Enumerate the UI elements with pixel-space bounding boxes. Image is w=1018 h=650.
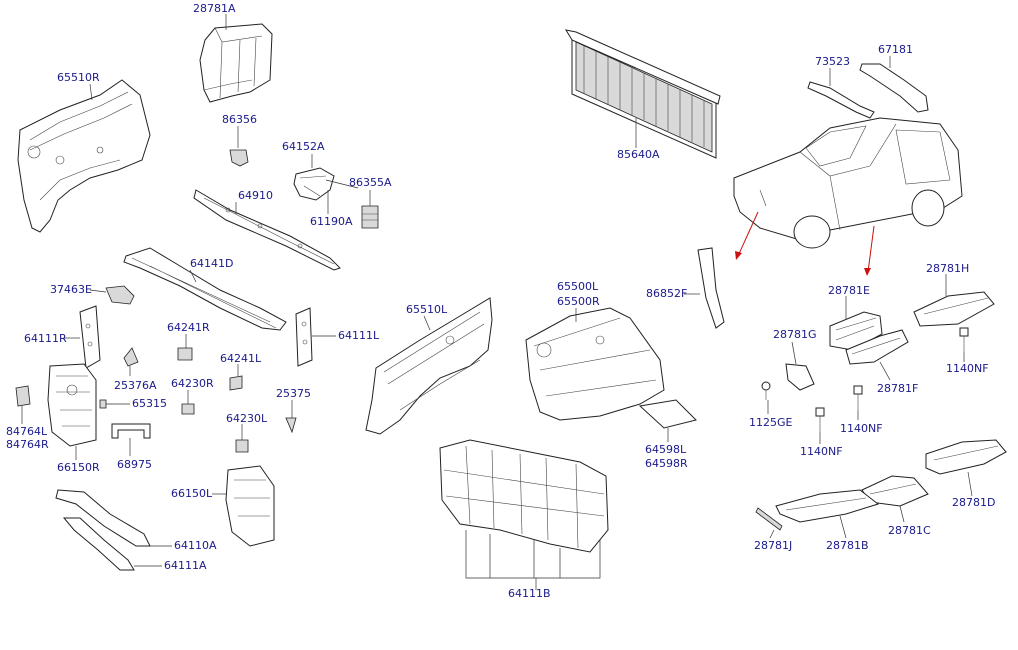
part-67181 [859,63,929,113]
part-25375 [285,417,297,434]
part-28781G [785,363,815,391]
label-73523: 73523 [815,55,850,68]
label-64598R: 64598R [645,457,688,470]
label-28781J: 28781J [754,539,793,552]
label-64910: 64910 [238,189,273,202]
label-65510L: 65510L [406,303,448,316]
label-64111A: 64111A [164,559,207,572]
label-64111B: 64111B [508,587,551,600]
label-28781F: 28781F [877,382,919,395]
label-66150R: 66150R [57,461,100,474]
label-28781H: 28781H [926,262,970,275]
label-85640A: 85640A [617,148,660,161]
label-65315: 65315 [132,397,167,410]
label-1125GE: 1125GE [749,416,793,429]
label-1140NF-c: 1140NF [840,422,883,435]
label-84764R: 84764R [6,438,49,451]
part-64110A [55,489,151,547]
vehicle-outline [733,117,963,249]
label-28781C: 28781C [888,524,931,537]
label-28781A: 28781A [193,2,236,15]
label-65500L: 65500L [557,280,599,293]
label-1140NF-b: 1140NF [800,445,843,458]
part-64111B [439,439,609,553]
part-86356 [229,149,249,167]
label-67181: 67181 [878,43,913,56]
label-86355A: 86355A [349,176,392,189]
bolt-1125GE [761,381,771,400]
part-64598 [638,399,697,429]
label-65500R: 65500R [557,295,600,308]
part-28781D [925,439,1007,475]
part-65510L [365,297,493,435]
part-65500 [525,307,665,421]
label-61190A: 61190A [310,215,353,228]
part-84764 [15,385,31,407]
label-37463E: 37463E [50,283,92,296]
part-64141D [123,247,287,331]
label-86356: 86356 [222,113,257,126]
label-66150L: 66150L [171,487,213,500]
label-64598L: 64598L [645,443,687,456]
part-65315 [99,399,107,409]
label-28781B: 28781B [826,539,869,552]
label-28781G: 28781G [773,328,817,341]
label-25376A: 25376A [114,379,157,392]
part-73523 [807,81,875,119]
label-28781D: 28781D [952,496,996,509]
part-28781F [845,329,909,365]
part-86852F [697,247,725,329]
label-86852F: 86852F [646,287,688,300]
part-64111R [79,305,101,369]
label-64152A: 64152A [282,140,325,153]
label-68975: 68975 [117,458,152,471]
label-84764L: 84764L [6,425,48,438]
label-1140NF-a: 1140NF [946,362,989,375]
part-66150L [225,465,275,547]
part-86355A [361,205,379,229]
label-64230L: 64230L [226,412,268,425]
part-64241R [177,347,193,361]
part-28781B [775,489,880,523]
label-64241R: 64241R [167,321,210,334]
part-64230L [235,439,249,453]
part-66150R [47,363,97,447]
label-64111L: 64111L [338,329,380,342]
part-64152A [293,167,335,201]
part-25376A [123,347,139,367]
label-64230R: 64230R [171,377,214,390]
part-64241L [229,375,243,391]
label-28781E: 28781E [828,284,870,297]
part-28781J [755,507,783,531]
part-37463E [105,285,135,305]
part-85640A [564,29,721,159]
label-64241L: 64241L [220,352,262,365]
part-28781A [199,23,273,103]
part-65510R [17,79,151,233]
bolt-1140NF-a [959,327,969,352]
part-64111A [62,517,135,571]
part-28781H [913,291,995,327]
label-25375: 25375 [276,387,311,400]
label-64110A: 64110A [174,539,217,552]
bolt-1140NF-c [853,385,863,410]
bolt-1140NF-b [815,407,825,432]
label-64111R: 64111R [24,332,67,345]
part-68975 [111,423,151,439]
label-64141D: 64141D [190,257,234,270]
part-64230R [181,403,195,415]
part-64910 [193,189,341,271]
part-64111L [295,307,313,367]
label-65510R: 65510R [57,71,100,84]
